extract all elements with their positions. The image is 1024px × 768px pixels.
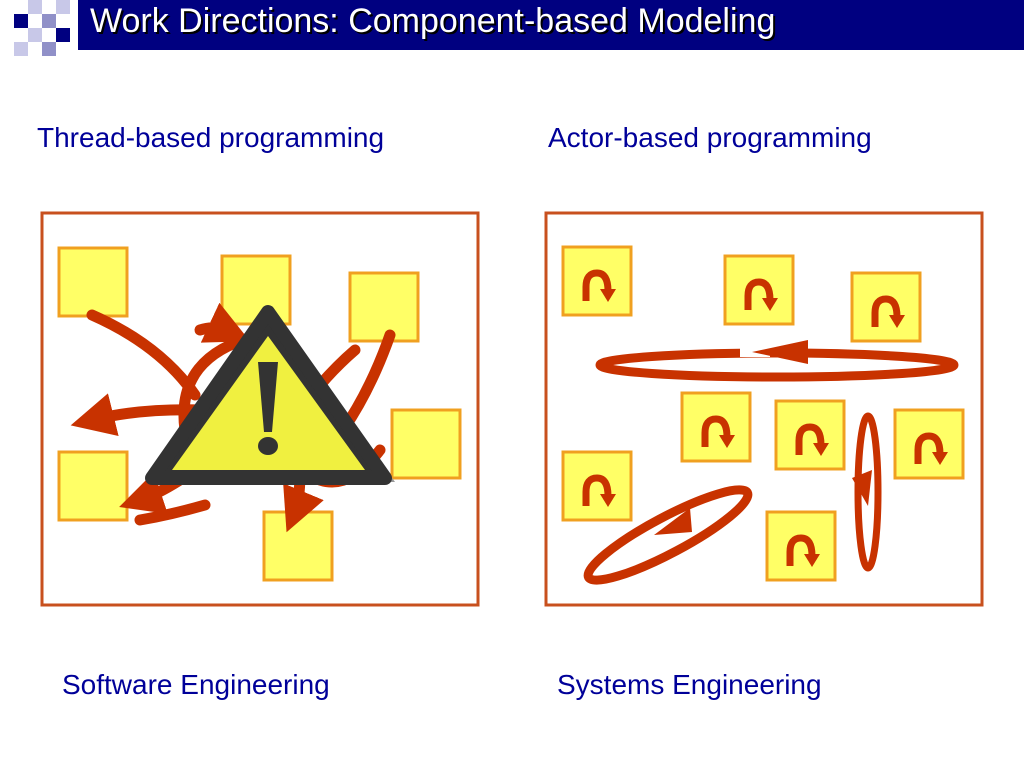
actor-ring-diagonal xyxy=(583,485,753,585)
thread-box xyxy=(348,271,420,343)
actor-box xyxy=(765,510,837,582)
warning-icon xyxy=(145,305,395,485)
actor-box xyxy=(850,271,922,343)
thread-box xyxy=(390,408,462,480)
left-heading: Thread-based programming xyxy=(37,122,385,153)
actor-box xyxy=(723,254,795,326)
actor-box xyxy=(774,399,846,471)
thread-box xyxy=(262,510,334,582)
actor-ring-vertical xyxy=(852,412,882,572)
right-heading: Actor-based programming xyxy=(548,122,872,153)
actor-ring-horizontal xyxy=(595,340,959,382)
actor-box xyxy=(893,408,965,480)
thread-box xyxy=(57,246,129,318)
actor-box xyxy=(680,391,752,463)
title-bar xyxy=(78,0,1024,50)
left-caption: Software Engineering xyxy=(62,669,330,700)
thread-box xyxy=(57,450,129,522)
actor-boxes xyxy=(561,245,965,582)
slide-title: Work Directions: Component-based Modelin… xyxy=(90,2,776,40)
actor-box xyxy=(561,245,633,317)
actor-box xyxy=(561,450,633,522)
corner-decoration xyxy=(0,0,78,60)
right-caption: Systems Engineering xyxy=(557,669,822,700)
thread-box xyxy=(220,254,292,326)
